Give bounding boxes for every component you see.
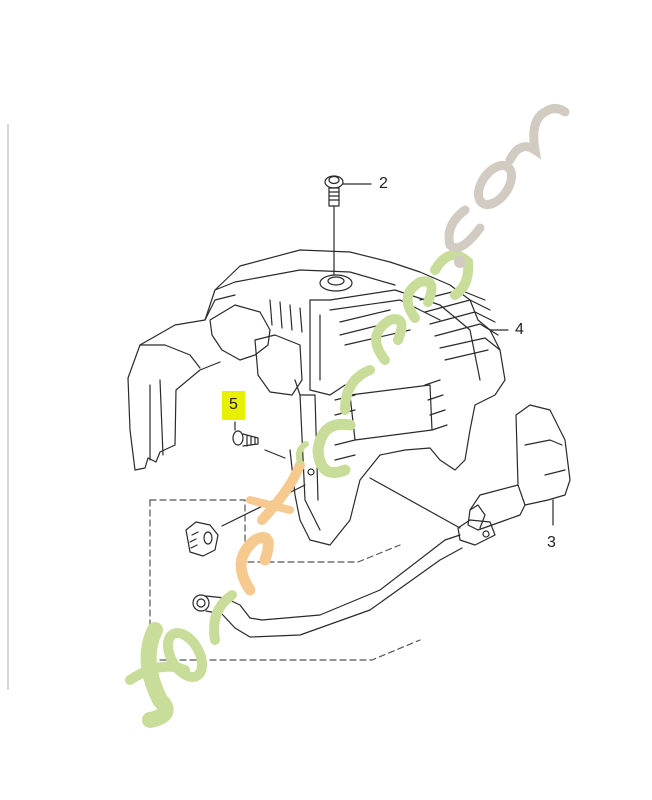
hose-part xyxy=(192,534,463,638)
callout-2: 2 xyxy=(379,175,388,192)
handle-part-3 xyxy=(369,404,571,546)
engine-cover-part-4 xyxy=(127,249,506,546)
callout-4: 4 xyxy=(515,321,524,338)
dashed-kit-outline xyxy=(149,499,421,661)
bolt-part-2 xyxy=(324,175,372,276)
callout-3: 3 xyxy=(547,534,556,551)
left-frame-border xyxy=(7,124,9,690)
callout-5-highlighted: 5 xyxy=(222,391,245,420)
screw-part-5 xyxy=(232,421,286,459)
